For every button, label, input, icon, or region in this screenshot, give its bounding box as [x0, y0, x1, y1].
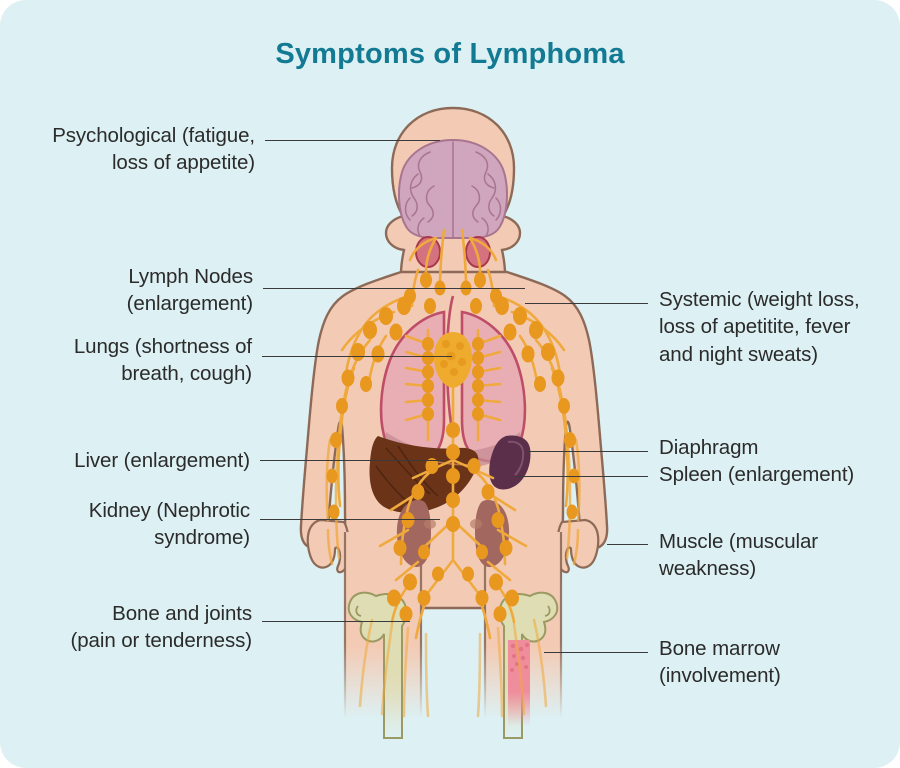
leader-line-lymph-nodes	[263, 288, 525, 289]
label-kidney: Kidney (Nephrotic syndrome)	[88, 499, 250, 550]
leader-line-bone-marrow	[544, 652, 648, 653]
leader-line-psychological	[265, 140, 440, 141]
thymus-organ	[433, 332, 473, 388]
leader-line-kidney	[260, 519, 440, 520]
leader-line-muscle	[607, 544, 648, 545]
brain-organ	[398, 138, 508, 239]
label-bone-joints: Bone and joints (pain or tenderness)	[70, 602, 253, 653]
label-psychological: Psychological (fatigue, loss of appetite…	[52, 124, 255, 175]
label-liver: Liver (enlargement)	[74, 449, 250, 472]
page-title: Symptoms of Lymphoma	[275, 38, 625, 70]
leader-line-lungs	[262, 356, 452, 357]
label-muscle: Muscle (muscular weakness)	[659, 530, 819, 581]
leader-line-liver	[260, 460, 443, 461]
label-systemic: Systemic (weight loss, loss of apetitite…	[659, 288, 860, 366]
leader-line-systemic	[525, 303, 648, 304]
label-lungs: Lungs (shortness of breath, cough)	[73, 335, 252, 386]
spleen-organ	[489, 435, 531, 490]
label-lymph-nodes: Lymph Nodes (enlargement)	[126, 265, 253, 316]
leader-line-spleen	[516, 476, 648, 477]
label-bone-marrow: Bone marrow (involvement)	[659, 637, 781, 688]
human-body-illustration	[299, 106, 609, 739]
leader-line-bone-joints	[262, 621, 410, 622]
label-diaphragm: Diaphragm	[659, 436, 759, 459]
label-spleen: Spleen (enlargement)	[659, 463, 855, 486]
leader-line-diaphragm	[528, 451, 648, 452]
